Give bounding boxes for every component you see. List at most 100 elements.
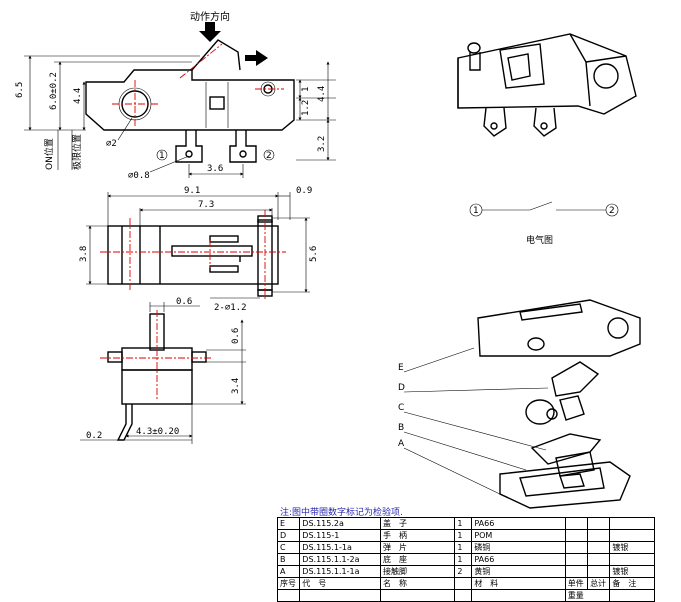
bom-cell: POM — [471, 529, 566, 542]
bom-header-row: 序号 代 号 名 称 材 料 单件 总计 备 注 — [276, 577, 655, 590]
bom-cell: 黄铜 — [471, 565, 566, 578]
bom-header-weight: 重量 — [564, 589, 611, 602]
bom-cell: 2 — [454, 565, 473, 578]
dim-3-4: 3.4 — [231, 378, 241, 394]
electric-diagram-label: 电气图 — [526, 236, 554, 246]
bom-cell: 接触脚 — [379, 565, 456, 578]
exploded-view: E D C B A — [398, 299, 641, 509]
dim-0-6-side: 0.6 — [231, 328, 241, 344]
bom-cell — [564, 553, 589, 566]
bom-cell: 1 — [454, 541, 473, 554]
bom-cell: DS.115.2a — [299, 517, 381, 530]
on-position-label: ON位置 — [43, 138, 55, 170]
bom-cell: 1 — [454, 517, 473, 530]
bom-cell: 盖 子 — [379, 517, 456, 530]
bom-cell: DS.115.1.1-2a — [299, 553, 381, 566]
bom-cell: DS.115-1 — [299, 529, 381, 542]
dim-0-2: 0.2 — [86, 431, 102, 441]
dim-4-4a: 4.4 — [73, 88, 83, 104]
dim-phi-2: ∅2 — [106, 139, 117, 149]
bom-header-code: 代 号 — [299, 577, 381, 590]
bom-cell: 弹 片 — [379, 541, 456, 554]
inspection-note: 注:图中带圈数字标记为检验项. — [280, 508, 403, 518]
bom-cell — [564, 541, 589, 554]
elec-terminal-1-label: 1 — [473, 206, 479, 216]
front-terminal-2-label: 2 — [266, 151, 272, 161]
bom-cell: 1 — [454, 553, 473, 566]
bom-cell — [587, 565, 611, 578]
isometric-view — [457, 33, 637, 137]
bom-header-unit: 单件 — [564, 577, 589, 590]
bom-cell: A — [276, 565, 301, 578]
dim-4-4b: 4.4 — [317, 86, 327, 102]
dim-6-5: 6.5 — [15, 82, 25, 98]
dim-1: 1 — [301, 87, 311, 92]
dim-6-0: 6.0±0.2 — [49, 72, 59, 110]
part-label-d: D — [398, 383, 405, 393]
bom-cell — [564, 565, 589, 578]
bom-cell — [564, 529, 589, 542]
bom-cell: 镀银 — [609, 565, 655, 578]
part-label-a: A — [398, 439, 405, 449]
dim-7-3: 7.3 — [198, 200, 214, 210]
front-terminal-1-label: 1 — [159, 151, 165, 161]
bom-cell: D — [276, 529, 301, 542]
bom-header-remark: 备 注 — [609, 577, 655, 590]
part-label-b: B — [398, 423, 404, 433]
bom-cell: B — [276, 553, 301, 566]
limit-position-label: 极限位置 — [71, 134, 83, 170]
part-label-e: E — [398, 363, 404, 373]
dim-2-phi-1-2: 2-∅1.2 — [214, 303, 247, 313]
part-label-c: C — [398, 403, 404, 413]
bom-cell: DS.115.1.1-1a — [299, 565, 381, 578]
bom-cell: 底 座 — [379, 553, 456, 566]
bom-cell — [564, 517, 589, 530]
electric-diagram: 1 2 — [469, 201, 619, 217]
bom-cell — [609, 553, 655, 566]
dim-3-6: 3.6 — [207, 164, 223, 174]
bom-cell: 磷铜 — [471, 541, 566, 554]
bom-header-sub-row: 重量 — [276, 589, 655, 602]
bom-header-total: 总计 — [587, 577, 611, 590]
bom-cell — [609, 529, 655, 542]
bom-header-material: 材 料 — [471, 577, 566, 590]
bom-header-qty — [454, 577, 473, 590]
action-direction-label: 动作方向 — [190, 12, 230, 23]
bom-cell — [609, 517, 655, 530]
side-view: 0.6 0.6 3.4 0.2 4.3±0.20 — [80, 297, 246, 444]
dim-3-2: 3.2 — [317, 136, 327, 152]
dim-9-1: 9.1 — [184, 186, 200, 196]
bom-cell: DS.115.1-1a — [299, 541, 381, 554]
elec-terminal-2-label: 2 — [609, 206, 615, 216]
bom-cell: 1 — [454, 529, 473, 542]
bom-cell: 镀银 — [609, 541, 655, 554]
bom-cell — [587, 517, 611, 530]
dim-0-6-top: 0.6 — [176, 297, 192, 307]
bom-cell — [587, 553, 611, 566]
top-view: 9.1 0.9 7.3 3.8 5.6 2-∅1.2 — [79, 186, 319, 313]
dim-1-2: 1.2 — [301, 100, 311, 116]
front-view: 1 2 6.5 6.0±0.2 4.4 ON位置 极限位置 ∅2 ∅0.8 3.… — [15, 39, 336, 181]
bom-cell: PA66 — [471, 553, 566, 566]
dim-4-3: 4.3±0.20 — [136, 427, 179, 437]
action-arrow-left-icon — [245, 50, 268, 66]
bom-cell: 手 柄 — [379, 529, 456, 542]
bom-cell: C — [276, 541, 301, 554]
bom-header-seq: 序号 — [276, 577, 301, 590]
action-arrow-down-icon — [199, 22, 221, 42]
dim-phi-0-8: ∅0.8 — [128, 171, 150, 181]
dim-3-8: 3.8 — [79, 246, 89, 262]
bom-cell: E — [276, 517, 301, 530]
bom-cell — [587, 541, 611, 554]
bom-header-name: 名 称 — [379, 577, 456, 590]
bom-cell — [587, 529, 611, 542]
dim-0-9: 0.9 — [296, 186, 312, 196]
